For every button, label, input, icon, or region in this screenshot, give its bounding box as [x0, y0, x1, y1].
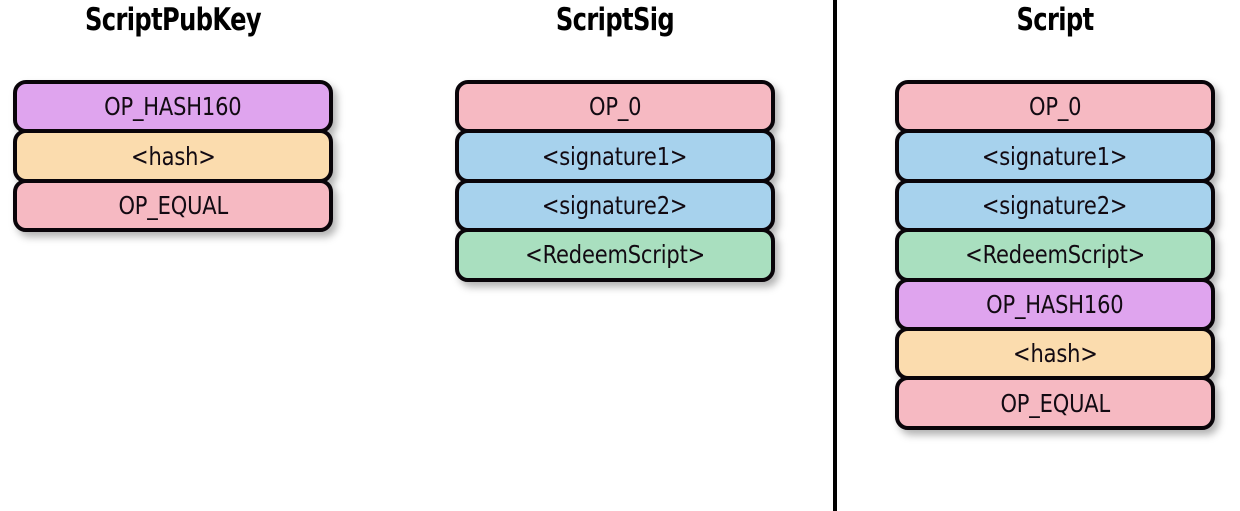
op-box[interactable]: <hash>	[13, 129, 333, 183]
op-box[interactable]: OP_EQUAL	[13, 178, 333, 233]
op-box[interactable]: <RedeemScript>	[455, 228, 775, 282]
op-box[interactable]: OP_0	[895, 80, 1215, 134]
op-box[interactable]: <signature2>	[895, 178, 1215, 233]
op-box[interactable]: <signature1>	[455, 129, 775, 183]
op-box[interactable]: <signature2>	[455, 178, 775, 233]
op-label: <signature2>	[982, 190, 1128, 220]
op-label: <RedeemScript>	[525, 240, 705, 270]
column-title-scriptsig: ScriptSig	[555, 2, 675, 38]
op-label: <RedeemScript>	[965, 240, 1145, 270]
column-title-script: Script	[1016, 2, 1094, 38]
op-label: OP_EQUAL	[1000, 388, 1110, 418]
column-title-scriptpubkey: ScriptPubKey	[84, 2, 262, 38]
op-stack-scriptpubkey: OP_HASH160 <hash> OP_EQUAL	[13, 80, 333, 233]
op-stack-scriptsig: OP_0 <signature1> <signature2> <RedeemScrip…	[455, 80, 775, 282]
op-box[interactable]: OP_EQUAL	[895, 376, 1215, 430]
op-label: OP_EQUAL	[118, 190, 228, 220]
op-label: OP_0	[1028, 92, 1082, 122]
op-label: <signature1>	[542, 141, 688, 171]
op-box[interactable]: <signature1>	[895, 129, 1215, 183]
op-label: OP_0	[588, 92, 642, 122]
op-box[interactable]: OP_HASH160	[13, 80, 333, 134]
op-box[interactable]: OP_0	[455, 80, 775, 134]
op-label: <signature1>	[982, 141, 1128, 171]
vertical-divider	[833, 0, 837, 511]
op-box[interactable]: <hash>	[895, 326, 1215, 381]
op-label: <hash>	[1012, 339, 1098, 369]
op-stack-script: OP_0 <signature1> <signature2> <RedeemScrip…	[895, 80, 1215, 430]
op-label: OP_HASH160	[104, 92, 242, 122]
op-label: OP_HASH160	[986, 289, 1124, 319]
op-box[interactable]: OP_HASH160	[895, 277, 1215, 331]
op-label: <signature2>	[542, 190, 688, 220]
op-box[interactable]: <RedeemScript>	[895, 228, 1215, 282]
op-label: <hash>	[130, 141, 216, 171]
